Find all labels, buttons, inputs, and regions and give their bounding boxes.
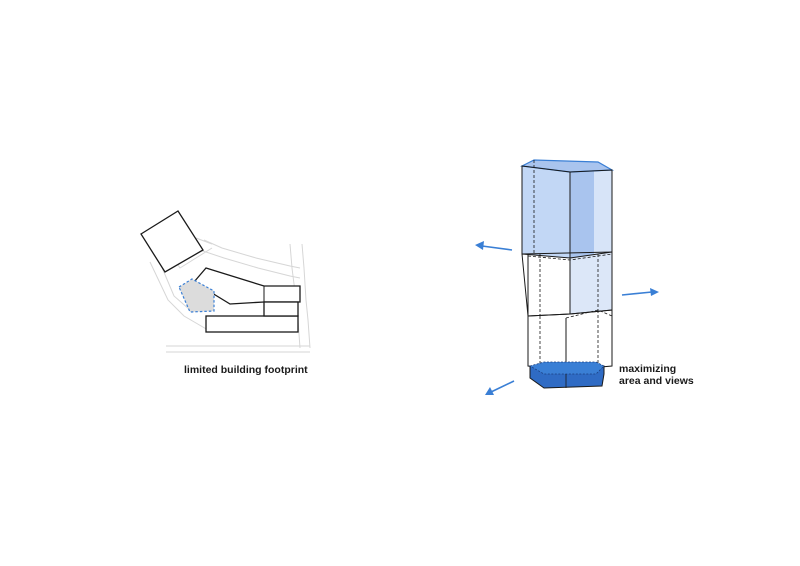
maximizing-caption-line-1: maximizing <box>619 363 677 375</box>
site-plan <box>140 210 311 353</box>
lower-volume-hidden-top <box>565 309 613 319</box>
connector-block <box>263 301 299 317</box>
base-footprint <box>528 361 605 389</box>
arrow-down-left-icon <box>485 380 515 395</box>
middle-volume-side-face <box>570 252 612 314</box>
lower-block <box>205 315 299 333</box>
base-footprint-top <box>528 361 605 375</box>
arrow-left-icon <box>475 241 513 251</box>
top-volume-outline <box>521 165 613 255</box>
top-volume-dark-face <box>570 171 594 258</box>
lower-volume <box>527 309 613 371</box>
middle-volume-hidden-top <box>527 253 613 261</box>
footprint-pentagon <box>178 278 215 313</box>
lower-volume-outline <box>527 309 613 371</box>
neighbour-block <box>140 210 204 273</box>
footprint-caption: limited building footprint <box>184 364 308 376</box>
maximizing-caption: maximizing area and views <box>619 363 694 387</box>
maximizing-caption-line-2: area and views <box>619 375 694 387</box>
arrow-right-icon <box>621 288 659 296</box>
angled-block <box>193 267 301 305</box>
top-volume <box>519 159 615 258</box>
view-arrows <box>475 241 659 395</box>
middle-volume <box>521 251 613 317</box>
top-volume-front-face <box>522 166 570 258</box>
tower-diagram <box>475 159 659 395</box>
